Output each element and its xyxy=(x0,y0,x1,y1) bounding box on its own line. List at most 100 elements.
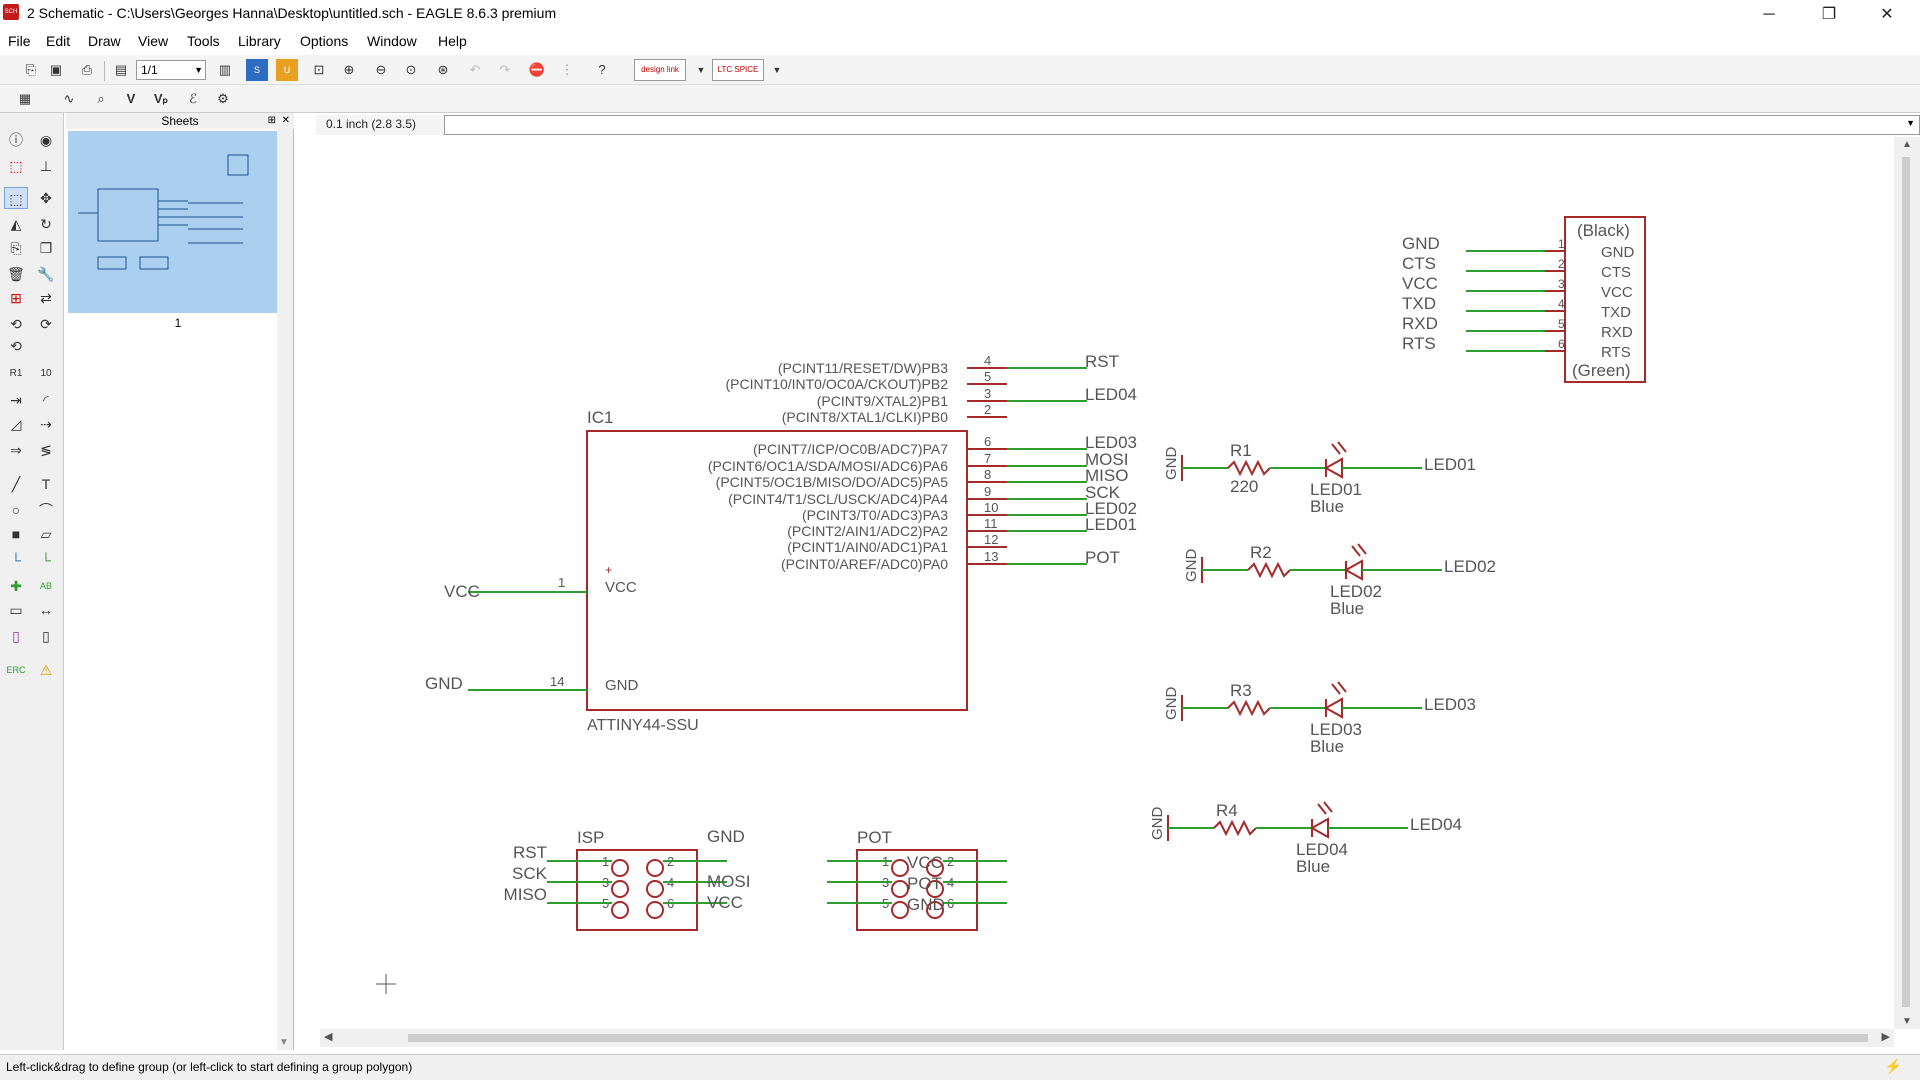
move-icon[interactable]: ✥ xyxy=(40,190,52,206)
zoom-fit-icon[interactable]: ⊡ xyxy=(313,62,325,77)
replace-icon[interactable]: ⇄ xyxy=(40,290,52,306)
circle-icon[interactable]: ○ xyxy=(11,502,21,518)
menu-options[interactable]: Options xyxy=(300,33,349,49)
zoom-select-icon[interactable]: ⊙ xyxy=(405,62,417,77)
mirror-icon[interactable]: ◭ xyxy=(10,216,22,232)
horizontal-scrollbar[interactable]: ◀ ▶ xyxy=(320,1029,1894,1047)
zoom-redraw-icon[interactable]: ⊛ xyxy=(437,62,449,77)
scroll-down-icon[interactable]: ▼ xyxy=(1902,1016,1912,1027)
swap-icon[interactable]: ⟲ xyxy=(10,316,22,332)
attribute-icon[interactable]: ℰ xyxy=(189,91,197,106)
ic1-symbol[interactable]: IC1 ATTINY44-SSU + VCC GND 1 14 VCC GND … xyxy=(425,352,1137,734)
bus-icon[interactable]: └ xyxy=(11,552,21,568)
scroll-left-icon[interactable]: ◀ xyxy=(324,1031,333,1043)
grid-icon[interactable]: ▦ xyxy=(18,91,32,106)
vertical-scroll-thumb[interactable] xyxy=(1902,157,1910,1007)
rect-icon[interactable]: ■ xyxy=(11,526,21,542)
help-icon[interactable]: ? xyxy=(598,62,606,77)
designlink-button[interactable]: design link xyxy=(634,59,686,81)
junction-icon[interactable]: ✚ xyxy=(10,578,22,594)
paste-icon[interactable]: ❐ xyxy=(39,240,53,256)
vp-icon[interactable]: Vₚ xyxy=(153,91,169,106)
menu-edit[interactable]: Edit xyxy=(46,33,71,49)
go-icon[interactable]: ⋮ xyxy=(560,62,574,77)
menu-library[interactable]: Library xyxy=(238,33,281,49)
designlink-dropdown-icon[interactable]: ▼ xyxy=(696,65,706,75)
command-input[interactable]: ▼ xyxy=(444,115,1920,135)
invoke-icon[interactable]: ⟲ xyxy=(10,338,22,354)
group-icon[interactable]: ⬚ xyxy=(4,187,28,209)
menu-tools[interactable]: Tools xyxy=(187,33,220,49)
ltspice-dropdown-icon[interactable]: ▼ xyxy=(772,65,782,75)
warning-icon[interactable]: ⚠ xyxy=(39,662,53,678)
copy-icon[interactable]: ⎘ xyxy=(10,240,22,256)
menu-draw[interactable]: Draw xyxy=(88,33,121,49)
net-icon[interactable]: ∿ xyxy=(63,91,75,106)
module-icon[interactable]: ▯ xyxy=(42,628,50,644)
stop-icon[interactable]: ⛔ xyxy=(528,62,546,77)
close-button[interactable]: ✕ xyxy=(1880,6,1894,23)
settings-gear-icon[interactable]: ⚙ xyxy=(217,91,229,106)
undo-icon[interactable]: ↶ xyxy=(469,62,481,77)
scroll-up-icon[interactable]: ▲ xyxy=(1902,139,1912,150)
pin-icon[interactable]: ⊞ xyxy=(267,115,276,126)
sheets-scrollbar[interactable]: ▼ xyxy=(277,129,293,1050)
wrench-icon[interactable]: 🔧 xyxy=(37,266,55,282)
value-tool-icon[interactable]: 10 xyxy=(40,368,52,379)
open-icon[interactable]: ⎘ xyxy=(25,62,37,77)
line-icon[interactable]: ╱ xyxy=(11,476,21,492)
menu-file[interactable]: File xyxy=(8,33,31,49)
net-tool-icon[interactable]: └ xyxy=(41,552,51,568)
rotate-icon[interactable]: ↻ xyxy=(40,216,52,232)
horizontal-scroll-thumb[interactable] xyxy=(408,1034,1868,1042)
ltspice-button[interactable]: LTC SPICE xyxy=(712,59,764,81)
save-icon[interactable]: ▣ xyxy=(49,62,63,77)
gate-icon[interactable]: ⟳ xyxy=(40,316,52,332)
frame-icon[interactable]: ▯ xyxy=(12,628,20,644)
cam-icon[interactable]: ▤ xyxy=(114,62,128,77)
maximize-button[interactable]: ❐ xyxy=(1821,6,1837,23)
scr-icon[interactable]: S xyxy=(246,59,268,81)
erc-icon[interactable]: ERC xyxy=(6,665,26,675)
label-icon[interactable]: AB xyxy=(39,581,52,591)
command-dropdown-icon[interactable]: ▼ xyxy=(1906,118,1915,128)
vertical-scrollbar[interactable]: ▲ ▼ xyxy=(1894,137,1920,1029)
menu-view[interactable]: View xyxy=(138,33,169,49)
minimize-button[interactable]: ─ xyxy=(1763,6,1775,23)
show-icon[interactable]: ⌕ xyxy=(97,91,105,106)
ulp-icon[interactable]: U xyxy=(276,59,298,81)
optimize-icon[interactable]: ⇒ xyxy=(10,442,22,458)
menu-window[interactable]: Window xyxy=(367,33,417,49)
print-icon[interactable]: ⎙ xyxy=(81,62,93,77)
arc-icon[interactable]: ⌒ xyxy=(39,502,53,518)
value-icon[interactable]: V xyxy=(126,91,136,106)
mark-icon[interactable]: ⬚ xyxy=(9,158,23,174)
sheet-select[interactable]: 1/1▼ xyxy=(136,60,206,80)
board-icon[interactable]: ▥ xyxy=(218,62,232,77)
bus-route-icon[interactable]: ≶ xyxy=(40,442,52,458)
smash-icon[interactable]: ⇢ xyxy=(40,416,52,432)
zoom-in-icon[interactable]: ⊕ xyxy=(343,62,355,77)
sheet-thumbnail[interactable] xyxy=(68,131,290,313)
info-icon[interactable]: ⓘ xyxy=(9,132,23,148)
dimension-icon[interactable]: ↔ xyxy=(39,602,53,618)
miter-icon[interactable]: ◜ xyxy=(43,392,49,408)
isp-header[interactable]: ISP 12RSTGND34SCKMOSI56MISOVCC xyxy=(504,827,751,931)
menu-help[interactable]: Help xyxy=(438,33,467,49)
pot-header[interactable]: POT 12VCC34POT56GND xyxy=(827,828,1007,931)
delete-icon[interactable]: 🗑 xyxy=(7,266,25,282)
polygon-icon[interactable]: ▱ xyxy=(40,526,52,542)
bend-icon[interactable]: ◿ xyxy=(10,416,22,432)
schematic-canvas[interactable]: IC1 ATTINY44-SSU + VCC GND 1 14 VCC GND … xyxy=(320,137,1894,1029)
panel-close-icon[interactable]: ✕ xyxy=(281,115,290,126)
scroll-right-icon[interactable]: ▶ xyxy=(1881,1031,1890,1043)
add-icon[interactable]: ⊞ xyxy=(10,290,22,306)
eye-icon[interactable]: ◉ xyxy=(39,132,53,148)
zoom-out-icon[interactable]: ⊖ xyxy=(375,62,387,77)
text-icon[interactable]: T xyxy=(41,476,51,492)
attribute-tool-icon[interactable]: ▭ xyxy=(9,602,23,618)
split-icon[interactable]: ⇥ xyxy=(10,392,22,408)
redo-icon[interactable]: ↷ xyxy=(499,62,511,77)
